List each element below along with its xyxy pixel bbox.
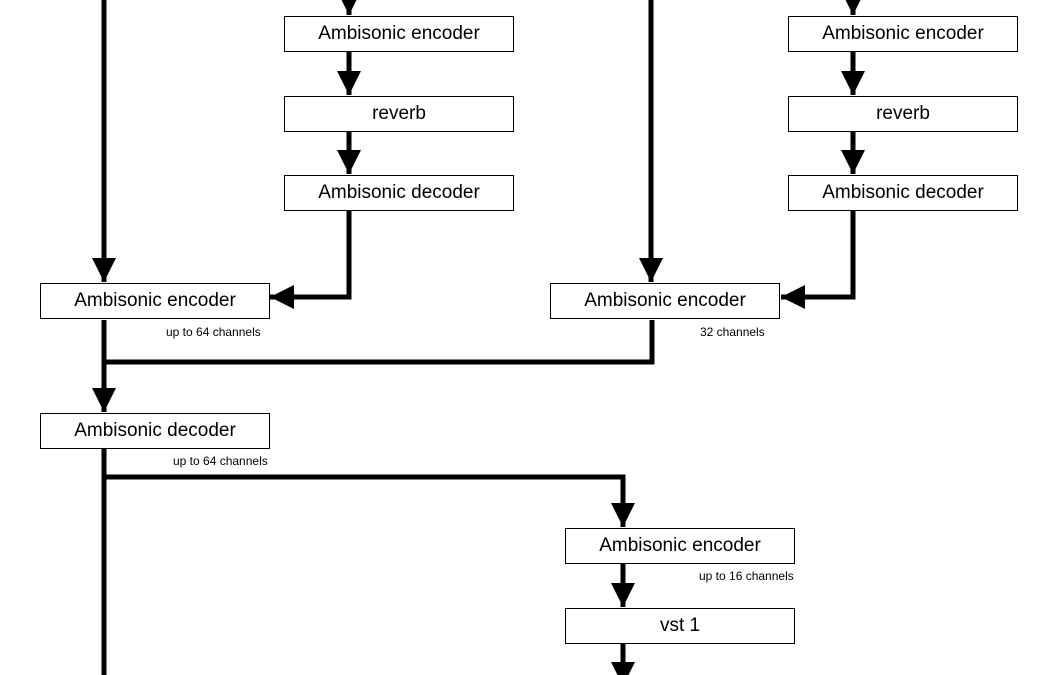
connector-arrow (781, 211, 856, 309)
ambisonic-encoder-block: Ambisonic encoder (565, 528, 795, 564)
reverb-block: reverb (284, 96, 514, 132)
vst-1-block: vst 1 (565, 608, 795, 644)
channel-count-label: 32 channels (700, 325, 765, 339)
connector-arrow (104, 474, 635, 527)
reverb-block: reverb (788, 96, 1018, 132)
channel-count-label: up to 64 channels (173, 454, 268, 468)
ambisonic-decoder-block: Ambisonic decoder (40, 413, 270, 449)
ambisonic-encoder-block: Ambisonic encoder (788, 16, 1018, 52)
channel-count-label: up to 64 channels (166, 325, 261, 339)
connector-line (104, 320, 655, 365)
ambisonic-decoder-block: Ambisonic decoder (788, 175, 1018, 211)
ambisonic-encoder-block: Ambisonic encoder (284, 16, 514, 52)
ambisonic-decoder-block: Ambisonic decoder (284, 175, 514, 211)
ambisonic-encoder-block: Ambisonic encoder (550, 283, 780, 319)
ambisonic-encoder-block: Ambisonic encoder (40, 283, 270, 319)
channel-count-label: up to 16 channels (699, 569, 794, 583)
connector-arrow (270, 211, 352, 309)
